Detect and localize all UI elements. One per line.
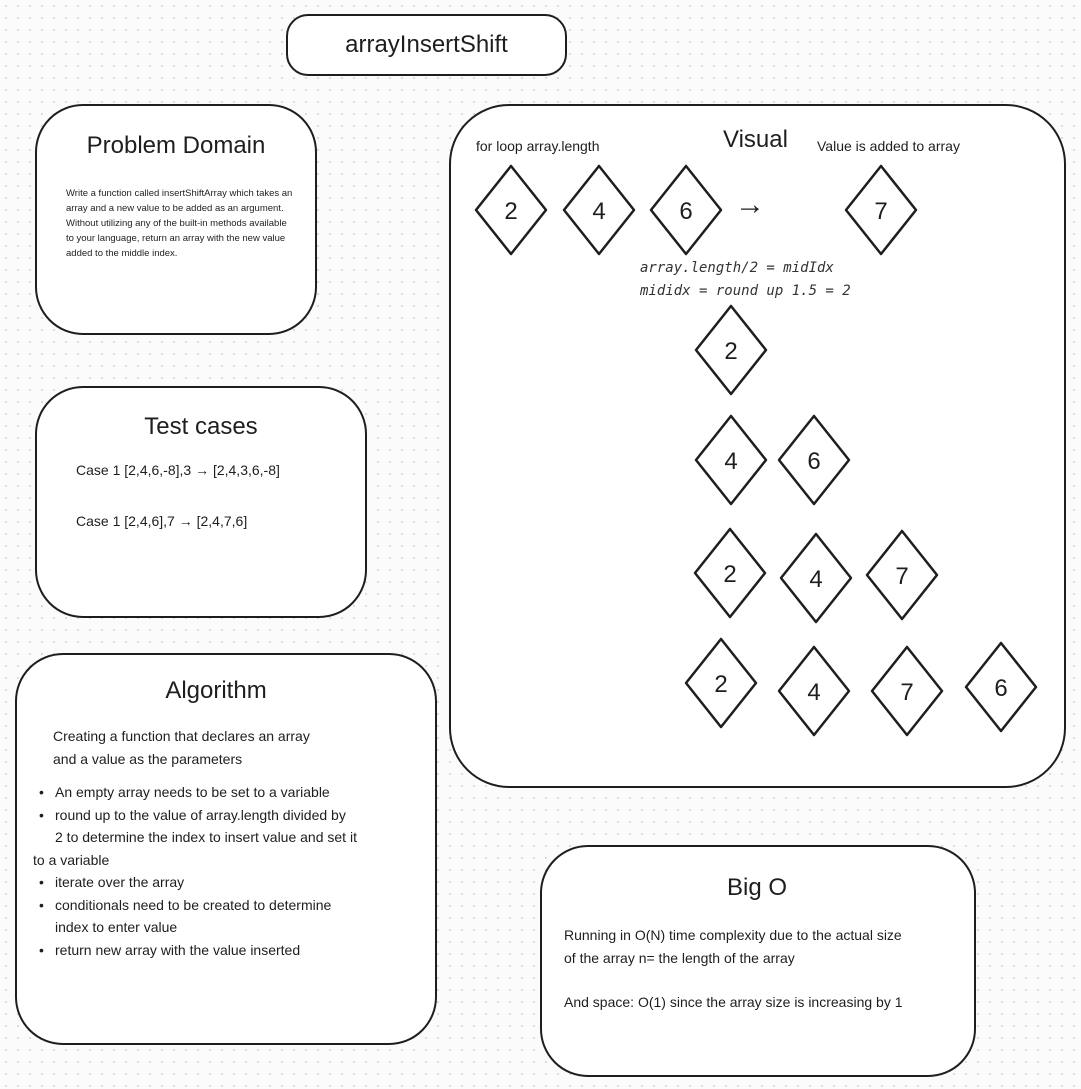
- algorithm-heading: Algorithm: [165, 677, 267, 704]
- diamond-array-element: 6: [964, 641, 1038, 733]
- test-cases-heading: Test cases: [144, 413, 258, 440]
- svg-text:4: 4: [807, 679, 820, 706]
- diamond-new-value: 7: [870, 645, 944, 737]
- algorithm-steps: An empty array needs to be set to a vari…: [33, 781, 423, 826]
- big-o-heading: Big O: [726, 874, 788, 901]
- svg-text:6: 6: [994, 675, 1007, 702]
- visual-box: Visual: [449, 104, 1066, 788]
- diamond-array-element: 4: [694, 414, 768, 506]
- diamond-array-element: 2: [684, 637, 758, 729]
- diamond-array-element: 6: [649, 164, 723, 256]
- svg-text:6: 6: [679, 198, 692, 225]
- problem-domain-heading: Problem Domain: [86, 132, 266, 159]
- algorithm-intro: Creating a function that declares an arr…: [53, 728, 310, 767]
- midindex-note-1: array.length/2 = midIdx: [640, 260, 834, 276]
- svg-text:7: 7: [895, 563, 908, 590]
- algorithm-step-continuation: 2 to determine the index to insert value…: [55, 829, 357, 845]
- test-case-1: Case 1 [2,4,6,-8],3 → [2,4,3,6,-8]: [76, 462, 280, 478]
- midindex-note-2: mididx = round up 1.5 = 2: [640, 283, 851, 299]
- page-title: arrayInsertShift: [345, 31, 508, 58]
- algorithm-body: Creating a function that declares an arr…: [33, 725, 423, 961]
- svg-text:2: 2: [724, 338, 737, 365]
- diamond-array-element: 4: [779, 532, 853, 624]
- arrow-glyph: →: [735, 188, 765, 221]
- diamond-array-element: 4: [777, 645, 851, 737]
- algorithm-step: conditionals need to be created to deter…: [33, 894, 423, 939]
- diamond-array-element: 6: [777, 414, 851, 506]
- diamond-array-element: 2: [694, 304, 768, 396]
- svg-text:4: 4: [592, 198, 605, 225]
- title-box: arrayInsertShift: [286, 14, 567, 76]
- algorithm-step: return new array with the value inserted: [33, 939, 423, 962]
- test-case-2: Case 1 [2,4,6],7 → [2,4,7,6]: [76, 513, 248, 529]
- algorithm-step: round up to the value of array.length di…: [33, 804, 423, 827]
- algorithm-step: An empty array needs to be set to a vari…: [33, 781, 423, 804]
- svg-text:7: 7: [900, 679, 913, 706]
- svg-text:4: 4: [724, 448, 737, 475]
- svg-text:4: 4: [809, 566, 822, 593]
- test-cases-box: Test cases Case 1 [2,4,6,-8],3 → [2,4,3,…: [35, 386, 367, 618]
- problem-domain-text: Write a function called insertShiftArray…: [66, 188, 293, 259]
- svg-text:7: 7: [874, 198, 887, 225]
- svg-text:2: 2: [504, 198, 517, 225]
- diamond-array-element: 2: [693, 527, 767, 619]
- algorithm-step-continuation: to a variable: [33, 851, 110, 868]
- diamond-new-value: 7: [844, 164, 918, 256]
- visual-heading: Visual: [723, 126, 788, 153]
- algorithm-step: iterate over the array: [33, 871, 423, 894]
- problem-domain-box: Problem Domain Write a function called i…: [35, 104, 317, 335]
- big-o-box: Big O Running in O(N) time complexity du…: [540, 845, 976, 1077]
- diamond-array-element: 2: [474, 164, 548, 256]
- svg-text:6: 6: [807, 448, 820, 475]
- svg-text:2: 2: [723, 561, 736, 588]
- big-o-text: Running in O(N) time complexity due to t…: [564, 927, 903, 1010]
- value-added-label: Value is added to array: [817, 138, 960, 154]
- algorithm-steps-more: iterate over the array conditionals need…: [33, 871, 423, 961]
- diamond-array-element: 4: [562, 164, 636, 256]
- svg-text:2: 2: [714, 671, 727, 698]
- for-loop-label: for loop array.length: [476, 138, 600, 154]
- algorithm-box: Algorithm Creating a function that decla…: [15, 653, 437, 1045]
- diamond-new-value: 7: [865, 529, 939, 621]
